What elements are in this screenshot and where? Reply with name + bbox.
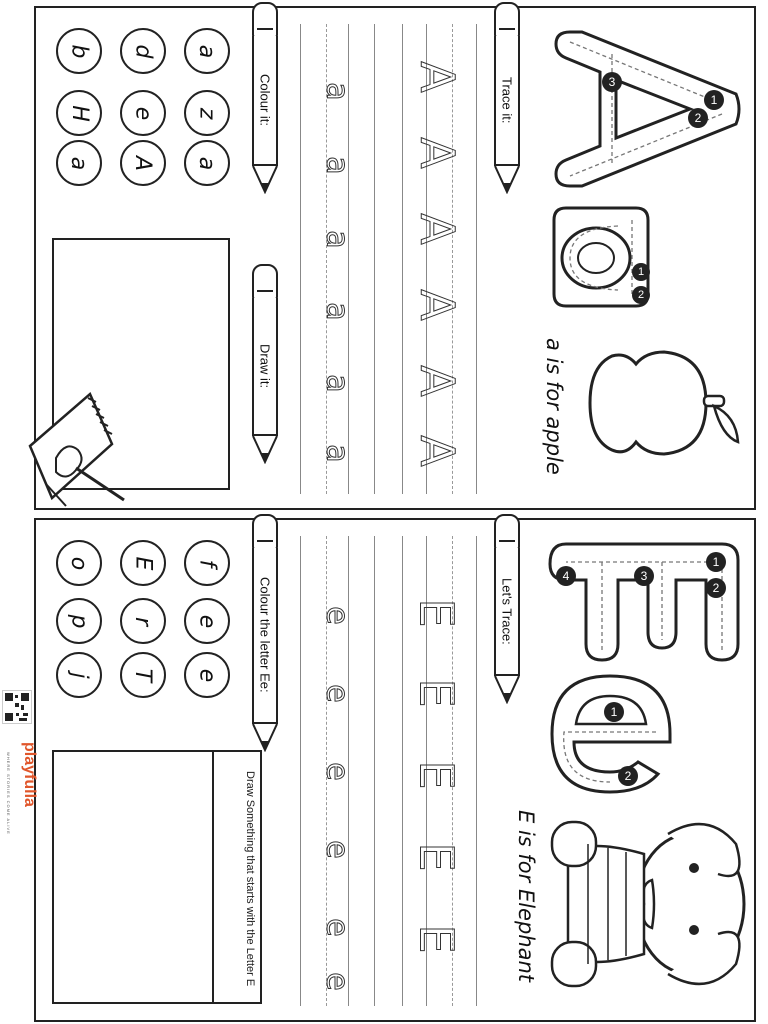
- brand-tagline: WHERE STORIES COME ALIVE: [6, 752, 11, 835]
- trace-lower-2: a: [319, 156, 355, 175]
- stroke-number-e-4: 4: [556, 566, 576, 586]
- colour-circle-e-3[interactable]: e: [184, 652, 230, 698]
- colour-circle-8[interactable]: H: [56, 90, 102, 136]
- brand-name: playfulla: [21, 742, 38, 807]
- big-letter-a-lower: [552, 206, 650, 308]
- colour-circle-e-8[interactable]: p: [56, 598, 102, 644]
- trace-e-lower-2: e: [319, 684, 355, 703]
- stroke-number-e-1: 1: [706, 552, 726, 572]
- trace-e-upper-4: E: [409, 842, 464, 872]
- stroke-number-e-lower-2: 2: [618, 766, 638, 786]
- big-letter-e-lower: [550, 674, 672, 794]
- trace-e-lower-5: e: [319, 918, 355, 937]
- trace-e-upper-1: E: [409, 598, 464, 628]
- stroke-number-lower-1: 1: [632, 263, 650, 281]
- caption-a-is-for-apple: a is for apple: [542, 338, 566, 475]
- colour-circle-5[interactable]: e: [120, 90, 166, 136]
- draw-box-e[interactable]: [52, 750, 262, 1004]
- colour-circle-3[interactable]: a: [184, 140, 230, 186]
- stroke-number-3: 3: [602, 72, 622, 92]
- trace-upper-1: A: [410, 61, 465, 93]
- trace-area-a: A A A A A A a a a a a a: [298, 24, 494, 494]
- trace-upper-4: A: [410, 289, 465, 321]
- colour-circle-e-1[interactable]: f: [184, 540, 230, 586]
- trace-lower-1: a: [319, 82, 355, 101]
- colour-circle-6[interactable]: A: [120, 140, 166, 186]
- trace-upper-2: A: [410, 137, 465, 169]
- colour-circle-e-9[interactable]: j: [56, 652, 102, 698]
- notepad-hand-icon: [28, 391, 125, 507]
- trace-upper-3: A: [410, 213, 465, 245]
- colour-circle-1[interactable]: a: [184, 28, 230, 74]
- elephant-icon: [550, 820, 746, 988]
- lets-trace-label: Let's Trace:: [499, 577, 515, 645]
- stroke-number-2: 2: [688, 108, 708, 128]
- colour-circle-e-2[interactable]: e: [184, 598, 230, 644]
- draw-label: Draw it:: [257, 343, 273, 389]
- caption-e-is-for-elephant: E is for Elephant: [514, 810, 538, 983]
- trace-e-lower-6: e: [319, 972, 355, 991]
- stroke-number-e-lower-1: 1: [604, 702, 624, 722]
- trace-label: Trace it:: [499, 76, 515, 124]
- stroke-number-e-3: 3: [634, 566, 654, 586]
- colour-circle-e-5[interactable]: r: [120, 598, 166, 644]
- trace-e-lower-3: e: [319, 762, 355, 781]
- colour-label: Colour it:: [257, 73, 273, 127]
- colour-circle-9[interactable]: a: [56, 140, 102, 186]
- trace-e-upper-3: E: [409, 760, 464, 790]
- colour-circle-7[interactable]: b: [56, 28, 102, 74]
- trace-e-upper-5: E: [409, 924, 464, 954]
- worksheet-letter-a: 1 2 3 1 2 a is for apple Trace it: A A A: [28, 2, 756, 510]
- draw-box-divider: [212, 750, 214, 1004]
- trace-lower-5: a: [319, 374, 355, 393]
- qr-code-icon: [2, 690, 32, 724]
- colour-circle-e-7[interactable]: o: [56, 540, 102, 586]
- stroke-number-lower-2: 2: [632, 286, 650, 304]
- colour-circle-e-4[interactable]: E: [120, 540, 166, 586]
- trace-lower-4: a: [319, 302, 355, 321]
- trace-lower-3: a: [319, 230, 355, 249]
- trace-upper-6: A: [410, 435, 465, 467]
- trace-area-e: E E E E E e e e e e e: [298, 536, 494, 1006]
- apple-icon: [588, 350, 740, 456]
- draw-prompt: Draw Something that starts with the Lett…: [244, 771, 256, 987]
- colour-circle-e-6[interactable]: T: [120, 652, 166, 698]
- stroke-number-1: 1: [704, 90, 724, 110]
- big-letter-a-upper: [554, 30, 741, 188]
- worksheet-letter-e: 1 2 3 4 1 2 E is for Elephant Let's Trac…: [34, 514, 756, 1022]
- trace-lower-6: a: [319, 444, 355, 463]
- trace-e-upper-2: E: [409, 678, 464, 708]
- stroke-number-e-2: 2: [706, 578, 726, 598]
- trace-e-lower-1: e: [319, 606, 355, 625]
- trace-e-lower-4: e: [319, 840, 355, 859]
- colour-circle-2[interactable]: z: [184, 90, 230, 136]
- trace-upper-5: A: [410, 365, 465, 397]
- colour-circle-4[interactable]: d: [120, 28, 166, 74]
- colour-letter-label: Colour the letter Ee:: [257, 577, 273, 693]
